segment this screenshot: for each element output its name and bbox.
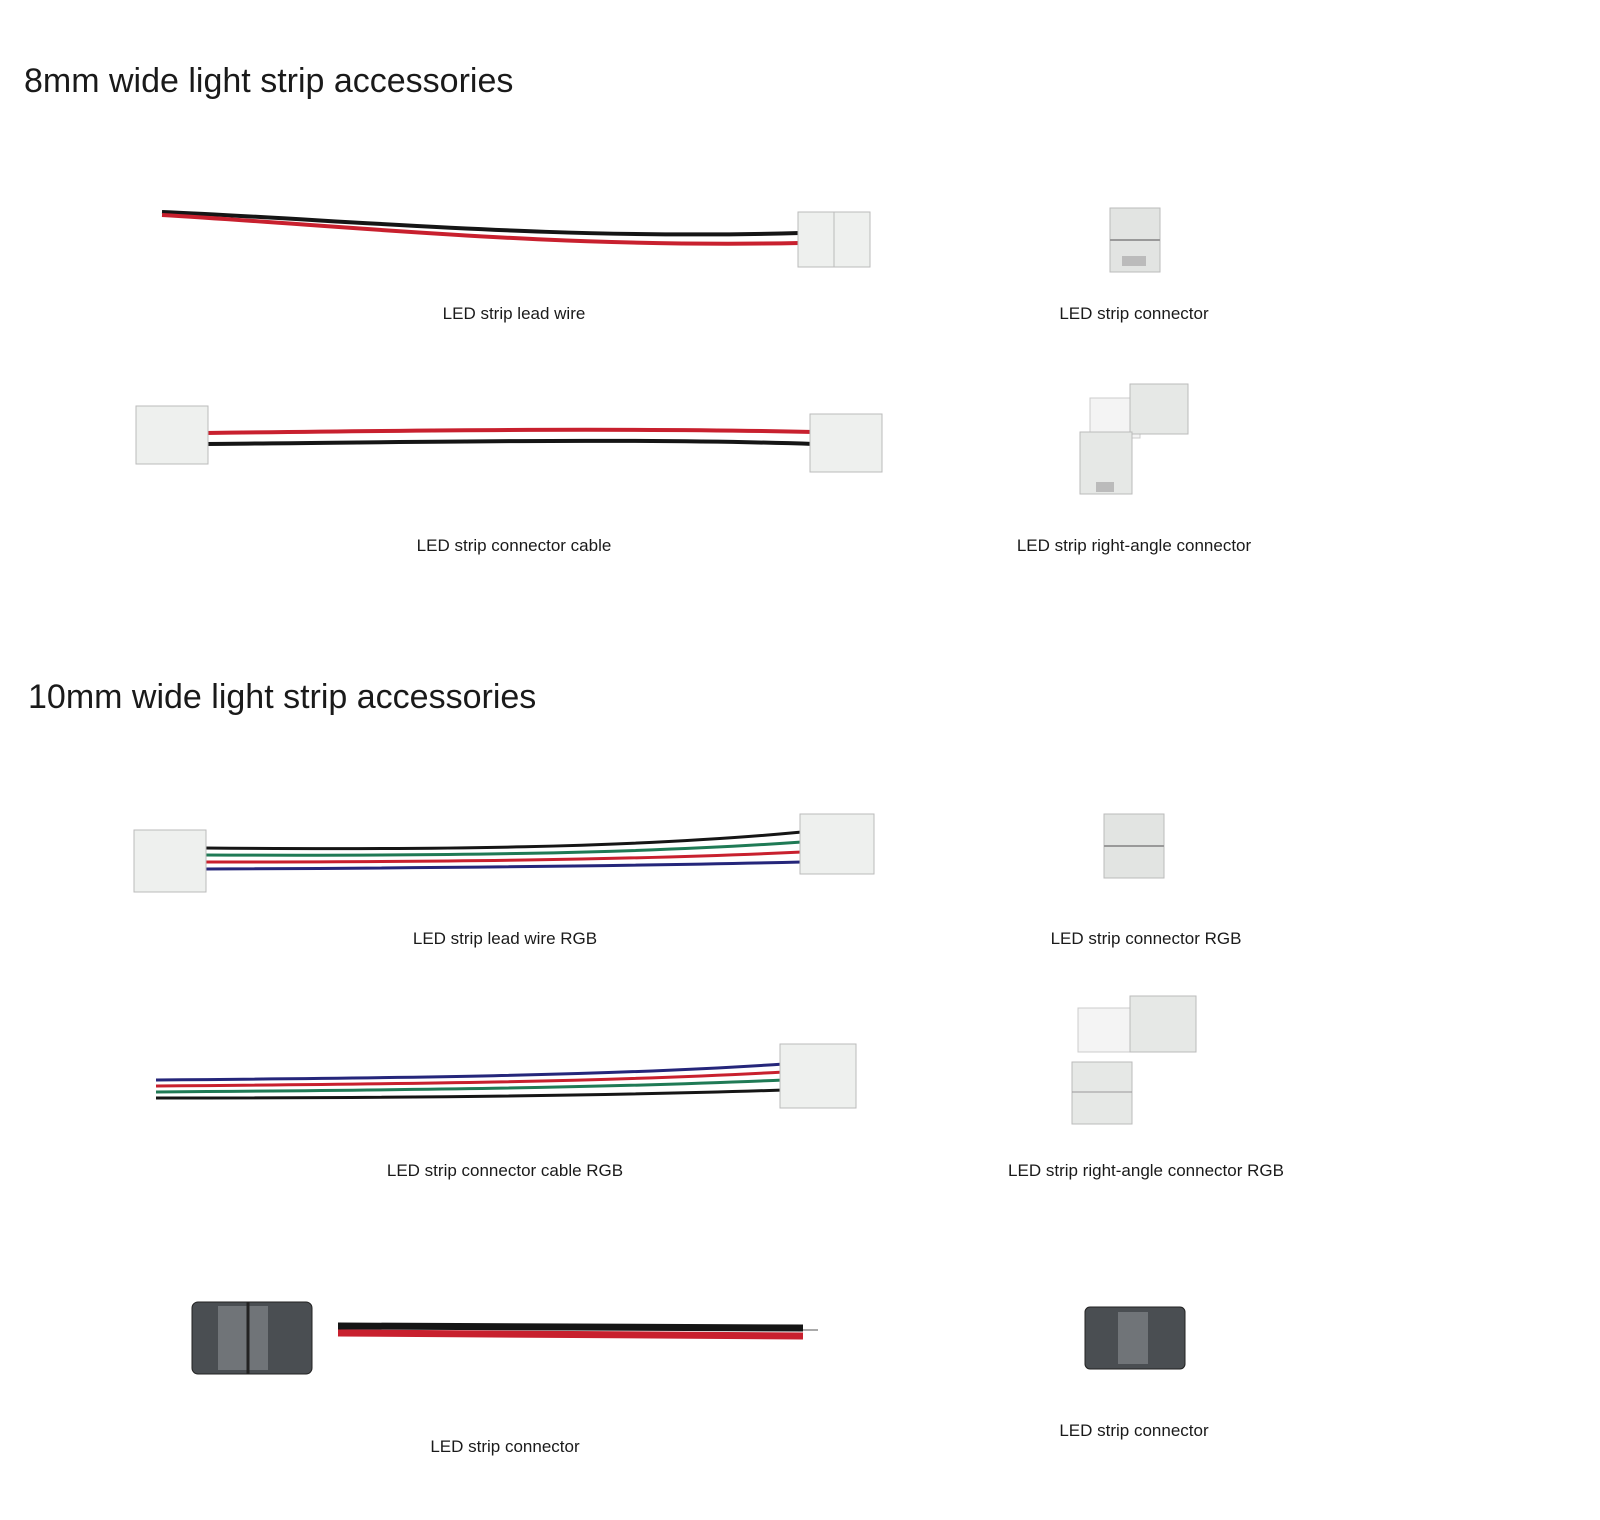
caption-right-angle-connector-rgb: LED strip right-angle connector RGB — [1008, 1161, 1284, 1180]
caption-lead-wire: LED strip lead wire — [442, 304, 586, 323]
clear-connector-image[interactable] — [1082, 1304, 1188, 1372]
lead-wire-rgb-image[interactable] — [132, 810, 882, 900]
lead-wire-image[interactable] — [150, 200, 890, 280]
caption-connector-rgb: LED strip connector RGB — [1050, 929, 1242, 948]
caption-clear-connector-wire: LED strip connector — [430, 1437, 580, 1456]
caption-clear-connector: LED strip connector — [1059, 1421, 1209, 1440]
caption-connector: LED strip connector — [1059, 304, 1209, 323]
clear-connector-wire-image[interactable] — [188, 1296, 828, 1380]
caption-right-angle-connector: LED strip right-angle connector — [1016, 536, 1252, 555]
connector-rgb-image[interactable] — [1102, 812, 1168, 880]
connector-cable-rgb-image[interactable] — [152, 1040, 862, 1115]
caption-connector-cable: LED strip connector cable — [416, 536, 612, 555]
section-title-8mm: 8mm wide light strip accessories — [24, 62, 514, 100]
connector-cable-image[interactable] — [134, 400, 894, 480]
caption-lead-wire-rgb: LED strip lead wire RGB — [412, 929, 598, 948]
right-angle-connector-rgb-image[interactable] — [1070, 992, 1202, 1128]
section-title-10mm: 10mm wide light strip accessories — [28, 678, 537, 716]
caption-connector-cable-rgb: LED strip connector cable RGB — [386, 1161, 624, 1180]
connector-image[interactable] — [1108, 206, 1164, 276]
right-angle-connector-image[interactable] — [1078, 382, 1193, 498]
